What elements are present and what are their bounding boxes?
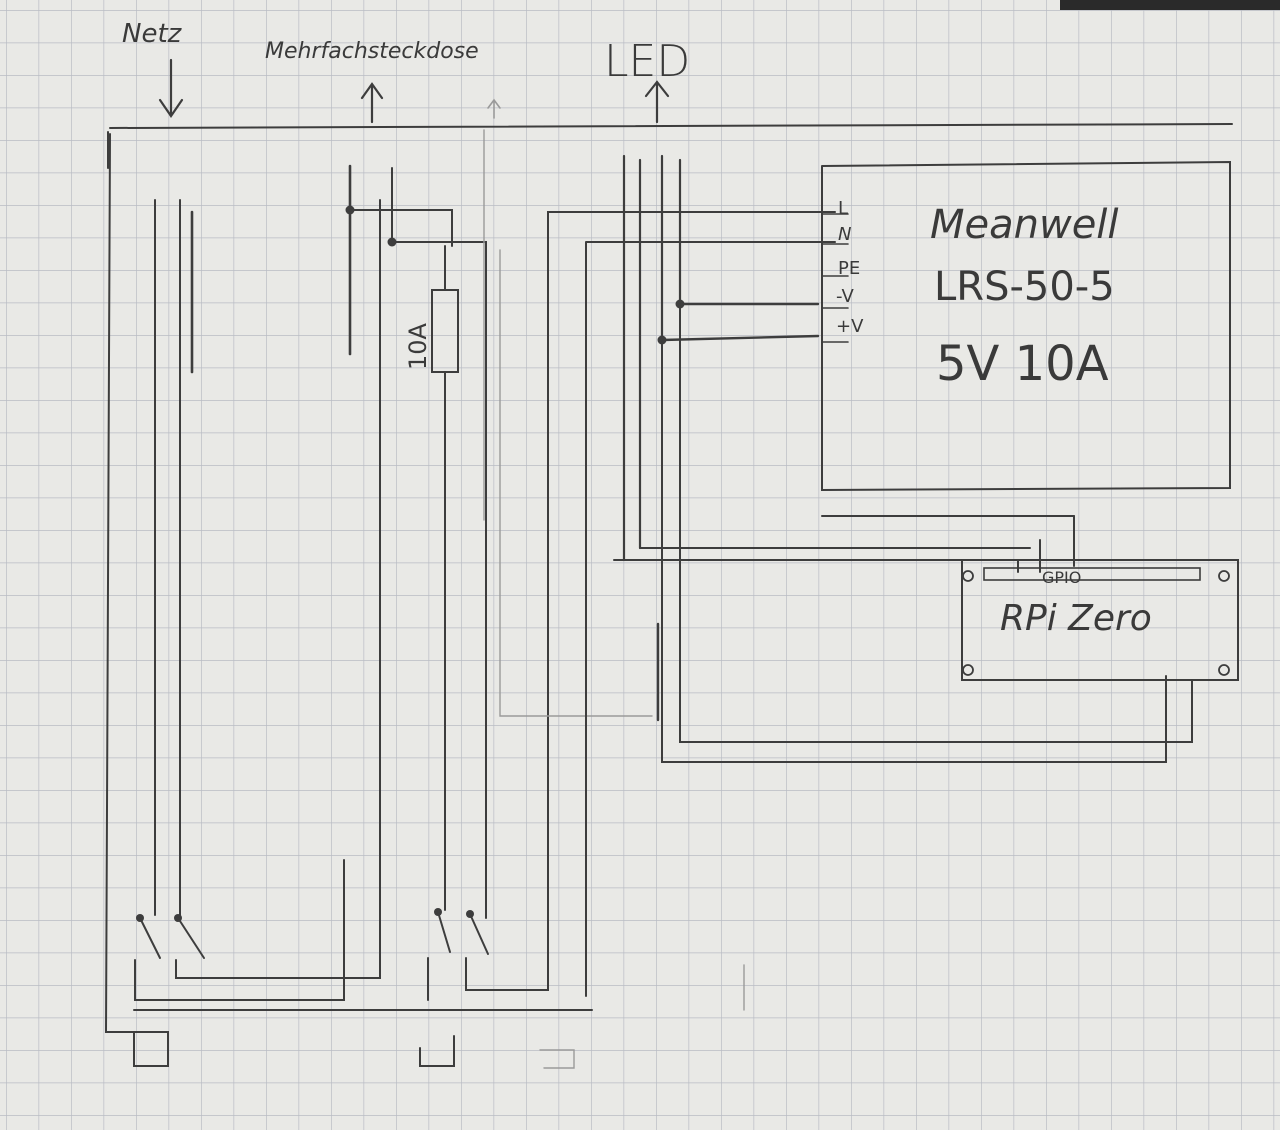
neutral-wire [585,241,836,997]
fuse-label: 10A [404,322,432,370]
mains-switch [133,199,593,1011]
gpio-signal-wire [613,515,1075,573]
terminal-pe: PE [838,258,860,279]
mains-outer-wire [104,131,169,1067]
photo-edge [1060,0,1280,10]
psu-box: Meanwell LRS-50-5 5V 10A [821,160,1231,492]
led-bundle [622,154,682,562]
rpi-power-wire [661,303,1193,763]
rpi-label: RPi Zero [1000,598,1152,639]
strip-wire-3 [391,167,487,919]
psu-brand: Meanwell [930,202,1119,248]
terminal-l: L [838,198,848,219]
terminal-plus-v: +V [836,316,864,337]
junction-dot [657,335,667,345]
power-strip-label: Mehrfachsteckdose [265,39,479,64]
faint-arrow-icon [487,98,501,119]
junction-dot [345,205,355,215]
terminal-n: N [838,224,851,245]
plus-v-wire [660,334,820,342]
mains-arrow-icon [158,58,184,118]
gpio-header [983,567,1201,581]
junction-dot [387,237,397,247]
led-switch [419,211,836,1067]
gpio-label: GPIO [1042,568,1081,587]
psu-terminals: L N PE -V +V [821,198,864,343]
mains-label: Netz [122,19,183,49]
psu-model: LRS-50-5 [934,264,1115,310]
power-strip-arrow-icon [360,82,384,124]
terminal-minus-v: -V [836,286,854,307]
top-rail-wire [109,123,1233,129]
psu-rating: 5V 10A [936,336,1109,392]
led-arrow-icon [644,80,670,124]
led-label: LED [604,36,690,87]
rpi-board: GPIO RPi Zero [961,559,1239,691]
faint-lines [483,129,745,1069]
strip-wire-2 [347,209,453,247]
